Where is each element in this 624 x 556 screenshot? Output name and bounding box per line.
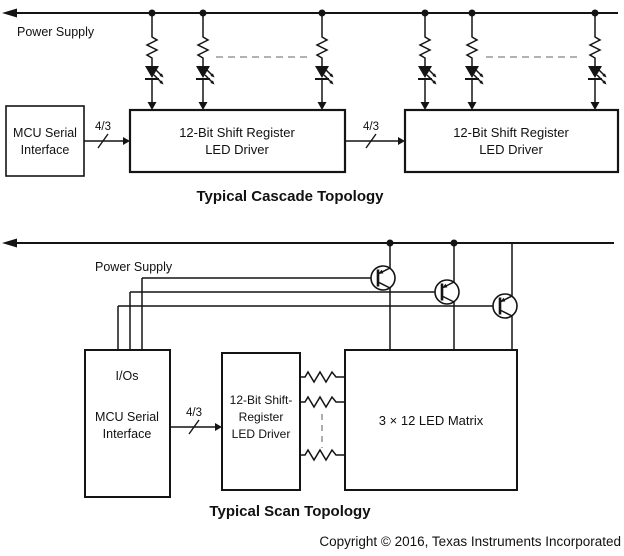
bus-width-slash-icon <box>188 419 200 435</box>
driver1-label-line1: 12-Bit Shift Register <box>179 125 295 140</box>
resistor-icon <box>299 396 346 408</box>
pnp-transistor-icon <box>491 292 519 320</box>
bus-width-slash-icon <box>97 133 109 149</box>
scan-driver-label-line2: Register <box>239 410 284 424</box>
copyright-notice: Copyright © 2016, Texas Instruments Inco… <box>319 534 621 549</box>
scan-caption: Typical Scan Topology <box>209 503 371 520</box>
cascade-power-supply-label: Power Supply <box>17 25 95 39</box>
mcu-serial-interface-box: MCU Serial Interface <box>5 105 85 177</box>
right-arrowhead-icon <box>215 423 222 431</box>
led-matrix-box: 3 × 12 LED Matrix <box>344 349 518 491</box>
pnp-transistor-icon <box>433 278 461 306</box>
led-resistor-branch-icon <box>464 8 485 111</box>
scan-shift-register-driver-box: 12-Bit Shift- Register LED Driver <box>221 352 301 491</box>
scan-bus-width-label: 4/3 <box>186 407 202 419</box>
cascade-caption: Typical Cascade Topology <box>197 188 385 205</box>
io-box-label-line3: Interface <box>103 427 152 441</box>
scan-driver-label-line1: 12-Bit Shift- <box>230 393 293 407</box>
transistor-wiring <box>117 243 513 350</box>
bus-arrow-1: 4/3 <box>84 121 130 149</box>
io-mcu-serial-interface-box: I/Os MCU Serial Interface <box>84 349 171 498</box>
led-resistor-branch-icon <box>314 8 335 111</box>
right-arrowhead-icon <box>398 137 405 145</box>
driver2-label-line1: 12-Bit Shift Register <box>453 125 569 140</box>
bus-arrow-2: 4/3 <box>345 121 405 149</box>
led-resistor-branch-icon <box>144 8 165 111</box>
scan-power-rail <box>2 238 614 248</box>
led-resistor-branch-icon <box>587 8 608 111</box>
scan-topology-diagram: Power Supply I/Os MCU Serial <box>2 238 614 520</box>
shift-register-driver-1-box: 12-Bit Shift Register LED Driver <box>128 108 347 174</box>
led-resistor-branch-icon <box>417 8 438 111</box>
driver1-label-line2: LED Driver <box>205 142 269 157</box>
io-box-label-line2: MCU Serial <box>95 410 159 424</box>
resistor-icon <box>299 449 346 461</box>
cascade-power-rail <box>2 8 618 18</box>
bus2-width-label: 4/3 <box>363 121 379 133</box>
shift-register-driver-2-box: 12-Bit Shift Register LED Driver <box>403 108 620 174</box>
pnp-transistor-icon <box>369 264 397 292</box>
bus-width-slash-icon <box>365 133 377 149</box>
right-arrowhead-icon <box>123 137 130 145</box>
scan-bus-arrow: 4/3 <box>170 407 222 435</box>
led-matrix-label: 3 × 12 LED Matrix <box>379 413 484 428</box>
resistor-icon <box>299 371 346 383</box>
left-arrowhead-icon <box>2 238 17 248</box>
mcu-box-label-line2: Interface <box>21 143 70 157</box>
cascade-topology-diagram: Power Supply MCU Serial Interface 4/3 12… <box>2 8 620 205</box>
scan-driver-label-line3: LED Driver <box>232 427 291 441</box>
io-box-label-line1: I/Os <box>116 369 139 383</box>
led-resistor-branch-icon <box>195 8 216 111</box>
mcu-box-label-line1: MCU Serial <box>13 126 77 140</box>
bus1-width-label: 4/3 <box>95 121 111 133</box>
left-arrowhead-icon <box>2 8 17 18</box>
driver2-label-line2: LED Driver <box>479 142 543 157</box>
scan-power-supply-label: Power Supply <box>95 260 173 274</box>
